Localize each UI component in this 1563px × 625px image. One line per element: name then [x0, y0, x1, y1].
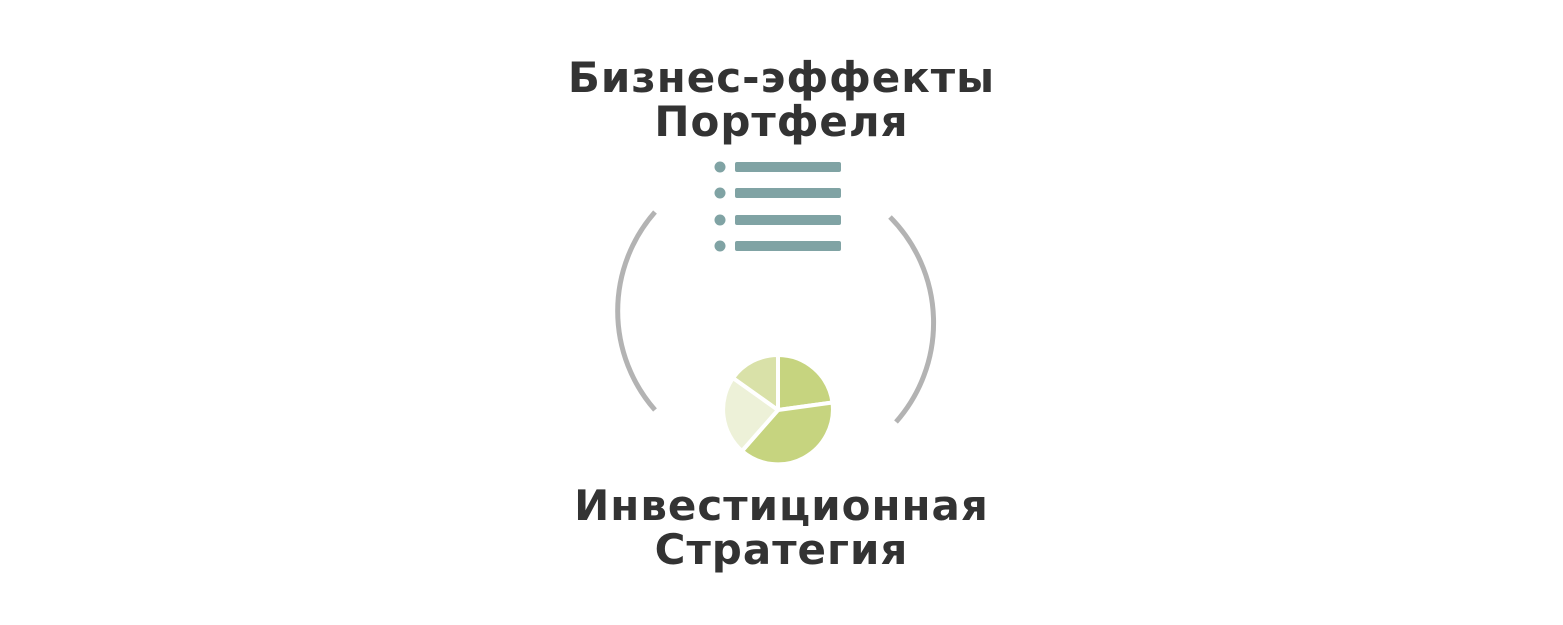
top-item-title-line1: Бизнес-эффекты	[567, 53, 996, 102]
pie-slice-4	[731, 352, 780, 412]
bottom-item-title-line1: Инвестиционная	[574, 481, 989, 530]
top-item-title-line2: Портфеля	[654, 97, 909, 146]
pie-chart-icon	[721, 352, 835, 467]
list-line-2	[735, 188, 841, 198]
list-bullet-1	[714, 161, 726, 173]
list-line-4	[735, 241, 841, 251]
right-connector-arc	[888, 215, 937, 424]
list-bullet-3	[714, 214, 726, 226]
list-line-3	[735, 215, 841, 225]
bottom-item-title-line2: Стратегия	[654, 525, 909, 574]
bottom-item-title: Инвестиционная Стратегия	[0, 484, 1563, 572]
pie-slice-3	[721, 376, 780, 453]
top-item-title: Бизнес-эффекты Портфеля	[0, 56, 1563, 144]
bulleted-list-icon	[714, 161, 841, 252]
list-bullet-4	[714, 240, 726, 252]
list-bullet-2	[714, 187, 726, 199]
pie-slice-2	[740, 400, 835, 467]
list-line-1	[735, 162, 841, 172]
pie-slice-1	[776, 353, 835, 412]
left-connector-arc	[615, 210, 657, 412]
